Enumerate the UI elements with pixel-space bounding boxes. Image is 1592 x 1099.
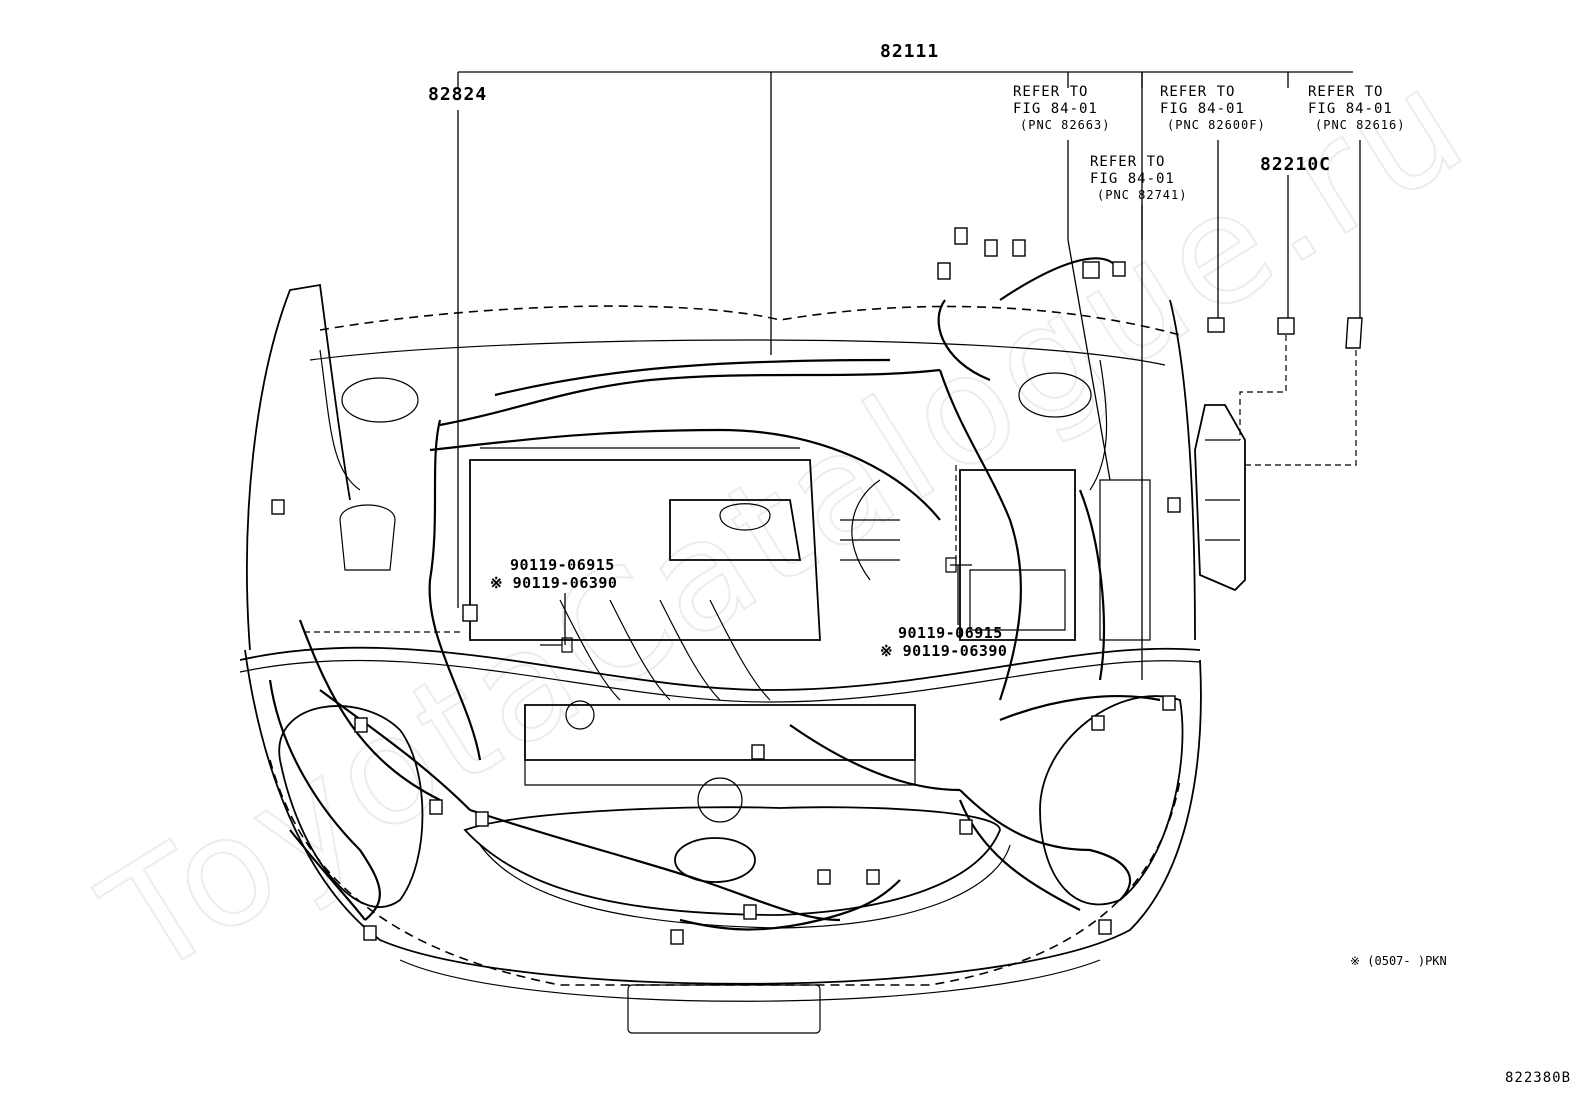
diagram-code: 822380B [1505, 1070, 1571, 1086]
svg-text:90119-06915: 90119-06915 [510, 556, 615, 574]
svg-text:FIG 84-01: FIG 84-01 [1308, 101, 1393, 117]
refer-note-82616: REFER TO FIG 84-01 (PNC 82616) [1308, 84, 1405, 132]
svg-text:FIG 84-01: FIG 84-01 [1160, 101, 1245, 117]
svg-text:REFER TO: REFER TO [1090, 154, 1165, 170]
svg-text:FIG 84-01: FIG 84-01 [1013, 101, 1098, 117]
watermark-text: ToyotaCatalogue.ru [76, 34, 1496, 1011]
svg-text:(PNC 82741): (PNC 82741) [1097, 188, 1187, 202]
callout-82824: 82824 [428, 84, 487, 105]
refer-note-82600f: REFER TO FIG 84-01 (PNC 82600F) [1160, 84, 1266, 132]
svg-text:※ 90119-06390: ※ 90119-06390 [880, 642, 1007, 660]
footnote: ※ (0507- )PKN [1350, 954, 1447, 968]
svg-text:(PNC 82663): (PNC 82663) [1020, 118, 1110, 132]
labels: 82111 82824 82210C REFER TO FIG 84-01 (P… [428, 41, 1571, 1086]
svg-text:90119-06915: 90119-06915 [898, 624, 1003, 642]
wiring-harness [268, 257, 1161, 931]
svg-text:(PNC 82600F): (PNC 82600F) [1167, 118, 1266, 132]
connectors [271, 227, 1363, 945]
callout-82210c: 82210C [1260, 154, 1331, 175]
engine [339, 447, 1151, 823]
leader-lines [300, 71, 1361, 680]
callout-82111: 82111 [880, 41, 939, 62]
refer-note-82741: REFER TO FIG 84-01 (PNC 82741) [1090, 154, 1187, 202]
watermark: ToyotaCatalogue.ru [75, 33, 1497, 1012]
refer-note-82663: REFER TO FIG 84-01 (PNC 82663) [1013, 84, 1110, 132]
bolt-callout-left: 90119-06915 ※ 90119-06390 [490, 556, 617, 592]
svg-text:REFER TO: REFER TO [1160, 84, 1235, 100]
car-body [239, 283, 1202, 1034]
svg-text:FIG 84-01: FIG 84-01 [1090, 171, 1175, 187]
svg-text:※ 90119-06390: ※ 90119-06390 [490, 574, 617, 592]
svg-text:(PNC 82616): (PNC 82616) [1315, 118, 1405, 132]
bolt-callout-right: 90119-06915 ※ 90119-06390 [880, 624, 1007, 660]
svg-text:REFER TO: REFER TO [1013, 84, 1088, 100]
svg-text:REFER TO: REFER TO [1308, 84, 1383, 100]
